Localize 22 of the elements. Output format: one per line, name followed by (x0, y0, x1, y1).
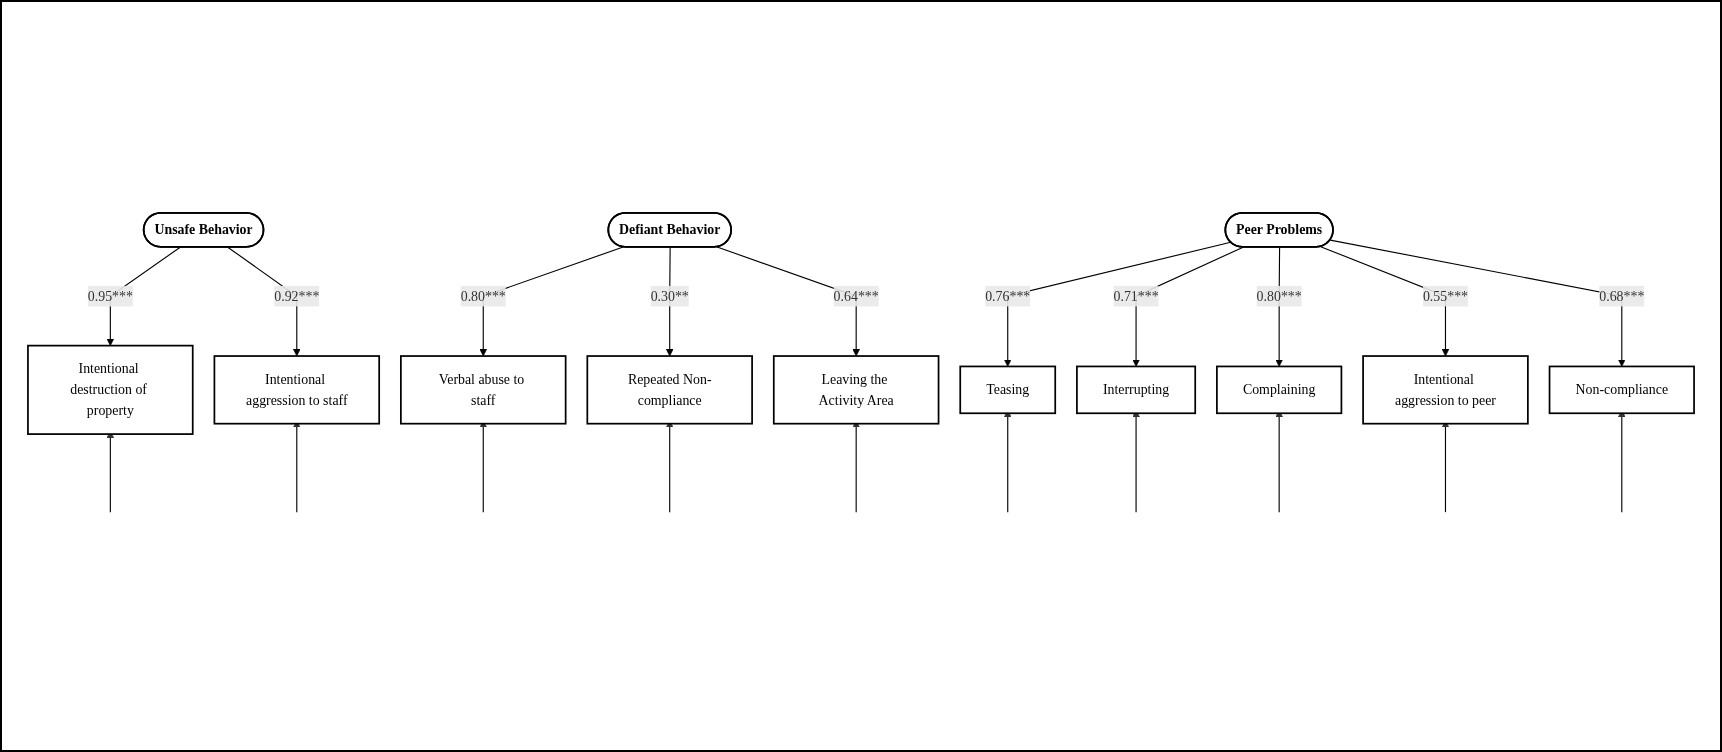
node-box: Leaving the Activity Area (772, 355, 940, 425)
edge-label: 0.55*** (1422, 288, 1469, 304)
node-box: Intentional aggression to peer (1362, 355, 1529, 425)
edge-label: 0.76*** (985, 288, 1031, 304)
edge-label: 0.30** (650, 288, 689, 304)
node-box: Teasing (959, 366, 1057, 415)
edge-label: 0.80*** (1256, 288, 1302, 304)
edge-label: 0.80*** (460, 288, 506, 304)
edge-label: 0.71*** (1113, 288, 1159, 304)
node-box: Interrupting (1076, 366, 1197, 415)
arrow (1003, 242, 1232, 368)
node-box: Intentional destruction of property (27, 345, 194, 436)
node-box: Verbal abuse to staff (400, 355, 567, 425)
node-box: Non-compliance (1548, 366, 1695, 415)
arrow (1329, 240, 1626, 368)
edge-label: 0.95*** (87, 288, 133, 304)
node-box: Intentional aggression to staff (213, 355, 381, 425)
edge-label: 0.64*** (833, 288, 879, 304)
node-box: Complaining (1216, 366, 1343, 415)
edge-label: 0.68*** (1599, 288, 1645, 304)
edge-label: 0.92*** (274, 288, 320, 304)
node-box: Repeated Non-compliance (586, 355, 753, 425)
